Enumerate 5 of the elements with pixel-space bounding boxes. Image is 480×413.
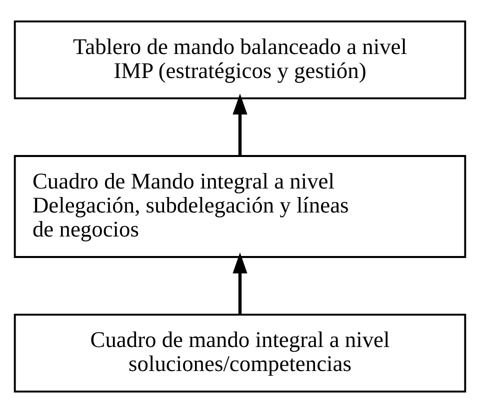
arrow bbox=[232, 252, 248, 315]
node-box: Tablero de mando balanceado a nivel IMP (estratégicos y gestión) bbox=[14, 20, 466, 100]
node-box: Cuadro de mando integral a nivel soluciones/competencias bbox=[14, 314, 466, 393]
arrow bbox=[232, 94, 248, 156]
node-box: Cuadro de Mando integral a nivel Delegación, subdelegación y líneas de negocios bbox=[14, 155, 466, 258]
